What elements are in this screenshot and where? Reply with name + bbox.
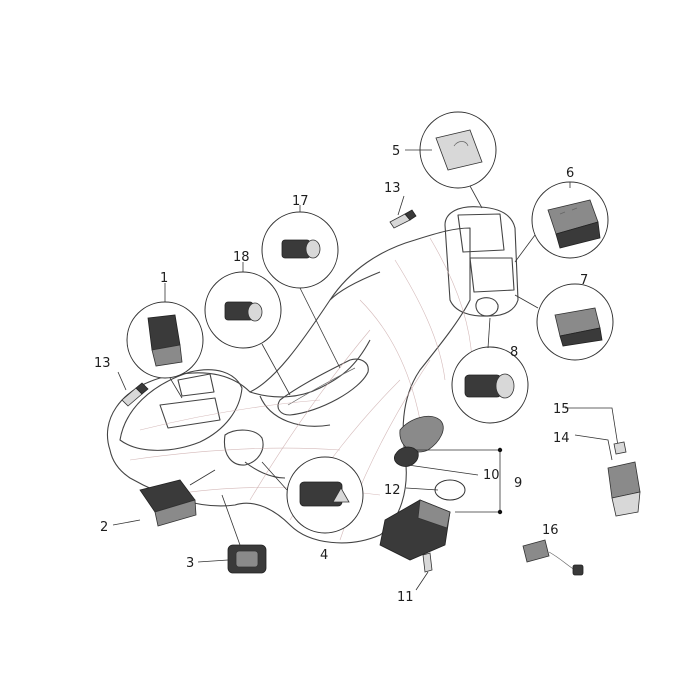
callout-12: 12	[384, 483, 401, 498]
part-7-switch-bubble	[514, 283, 614, 361]
callout-13-top: 13	[384, 181, 401, 196]
dashboard-body	[106, 206, 519, 544]
part-4-hazard-switch-bubble	[261, 456, 364, 534]
callout-15: 15	[553, 402, 570, 417]
callout-7: 7	[580, 273, 588, 288]
callout-17: 17	[292, 194, 309, 209]
part-1-switch-bubble	[126, 301, 204, 399]
callout-9: 9	[514, 476, 522, 491]
part-ignition-lock-assembly	[379, 416, 503, 591]
part-17-socket-bubble	[261, 211, 341, 369]
callout-3: 3	[186, 556, 194, 571]
part-6-switch-bubble	[514, 181, 609, 263]
part-3-switch	[221, 494, 267, 574]
callout-14: 14	[553, 431, 570, 446]
part-16-connector	[522, 539, 584, 576]
part-8-socket-bubble	[451, 317, 529, 424]
part-5-switch-bubble	[419, 111, 497, 209]
callout-8: 8	[510, 345, 518, 360]
part-13-bulb-left	[121, 382, 149, 407]
callout-1: 1	[160, 271, 168, 286]
callout-4: 4	[320, 548, 328, 563]
part-14-15-switch	[565, 407, 641, 517]
callout-5: 5	[392, 144, 400, 159]
callout-13-left: 13	[94, 356, 111, 371]
callout-16: 16	[542, 523, 559, 538]
callout-2: 2	[100, 520, 108, 535]
callout-6: 6	[566, 166, 574, 181]
callout-18: 18	[233, 250, 250, 265]
part-18-socket-bubble	[204, 271, 291, 396]
callout-11: 11	[397, 590, 414, 605]
part-2-switch	[139, 469, 216, 527]
callout-10: 10	[483, 468, 500, 483]
part-13-bulb-top	[389, 209, 417, 229]
